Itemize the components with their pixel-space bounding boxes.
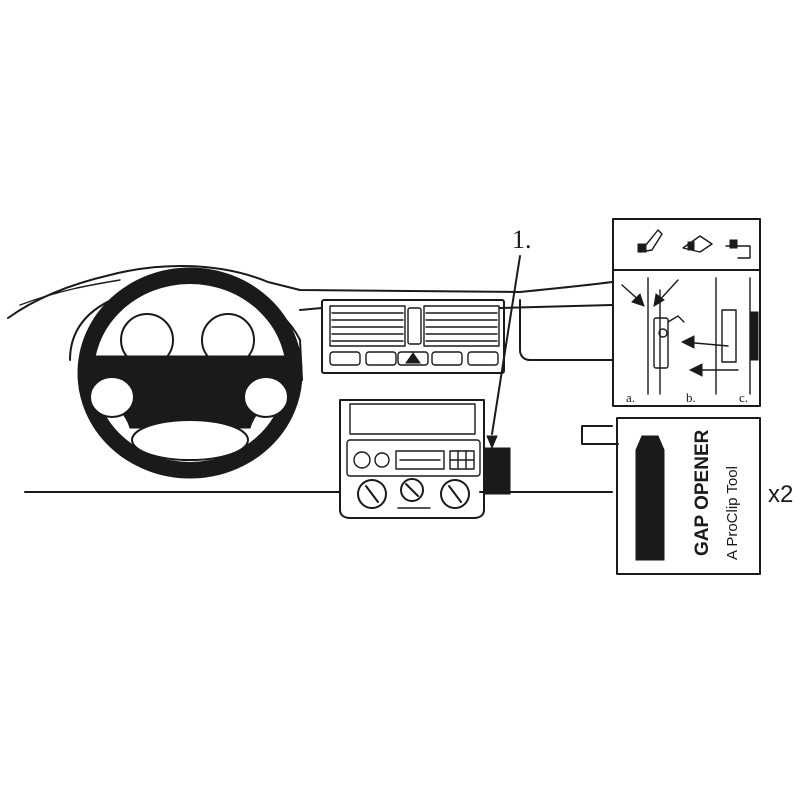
tool-subtitle: A ProClip Tool xyxy=(724,466,741,560)
step-label: 1. xyxy=(512,225,532,254)
detail-label-b: b. xyxy=(686,390,696,405)
step-callout: 1. xyxy=(486,225,532,450)
detail-label-a: a. xyxy=(626,390,635,405)
detail-label-c: c. xyxy=(739,390,748,405)
tool-panel: GAP OPENER A ProClip Tool xyxy=(616,417,761,575)
clip-icon xyxy=(637,229,751,259)
radio-icon xyxy=(339,399,511,519)
gap-opener-tool-icon xyxy=(635,435,665,561)
air-vent-icon xyxy=(321,299,505,374)
quantity-label: x2 xyxy=(768,481,793,508)
detail-panel: a. b. c. xyxy=(612,218,761,407)
steering-wheel-icon xyxy=(77,267,303,479)
tool-title: GAP OPENER xyxy=(692,429,713,556)
